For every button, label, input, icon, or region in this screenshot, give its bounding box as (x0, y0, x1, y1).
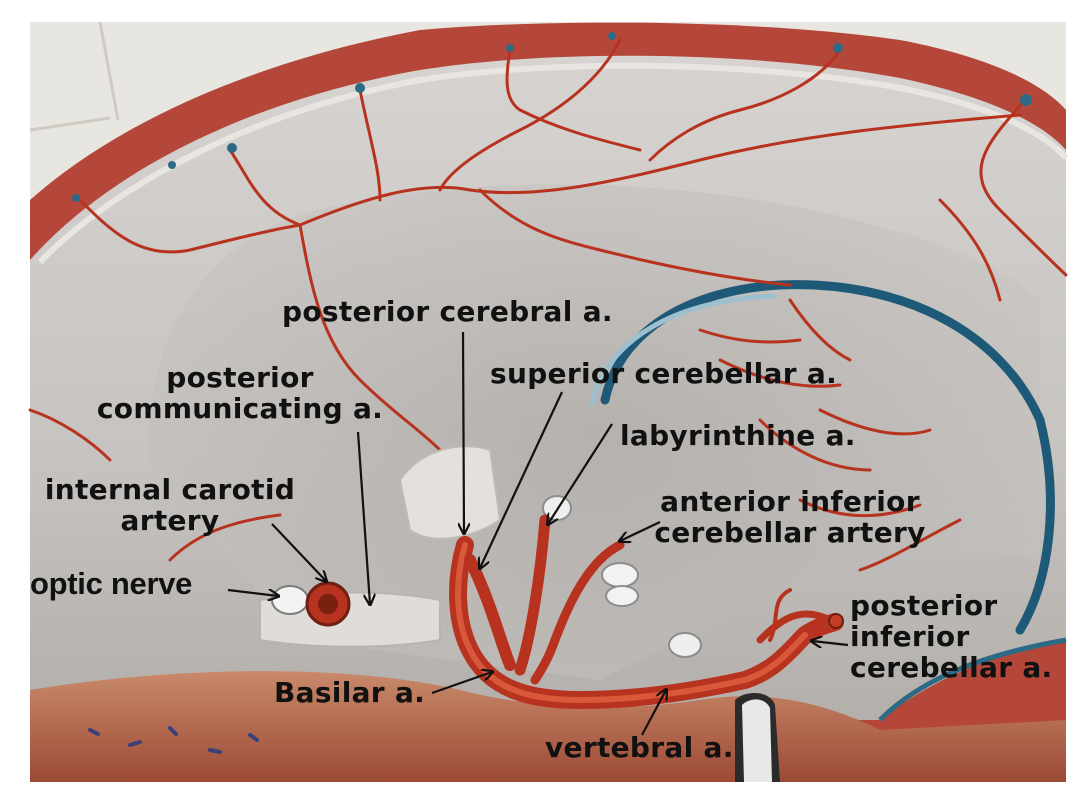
label-posterior-communicating: posterior communicating a. (90, 362, 390, 424)
pica-tip (828, 613, 844, 629)
meningeal-branches (28, 38, 1068, 572)
label-basilar: Basilar a. (274, 676, 426, 709)
label-line: inferior (850, 620, 970, 653)
label-optic-nerve: optic nerve (30, 566, 193, 601)
skull-base-spots (88, 726, 259, 754)
label-line: artery (120, 504, 220, 537)
label-anterior-inferior-cerebellar: anterior inferior cerebellar artery (650, 486, 930, 548)
vein-knobs (72, 32, 1032, 202)
label-posterior-inferior-cerebellar: posterior inferior cerebellar a. (850, 590, 1053, 683)
label-line: cerebellar artery (654, 516, 926, 549)
dura-ridge (37, 62, 1069, 265)
foramen-rim (742, 699, 772, 782)
basilar-artery-system (449, 514, 844, 709)
label-superior-cerebellar: superior cerebellar a. (490, 357, 838, 390)
label-line: communicating a. (96, 392, 384, 425)
label-line: posterior (850, 589, 998, 622)
label-vertebral: vertebral a. (545, 731, 734, 764)
label-line: internal carotid (44, 473, 296, 506)
label-labyrinthine: labyrinthine a. (620, 419, 856, 452)
label-internal-carotid: internal carotid artery (32, 474, 308, 536)
skull-base (30, 671, 1066, 782)
sinus-light (589, 293, 776, 406)
cerebellum-edge (878, 637, 1067, 722)
label-line: cerebellar a. (850, 651, 1053, 684)
label-line: anterior inferior (660, 485, 920, 518)
label-posterior-cerebral: posterior cerebral a. (282, 295, 613, 328)
label-line: posterior (166, 361, 314, 394)
